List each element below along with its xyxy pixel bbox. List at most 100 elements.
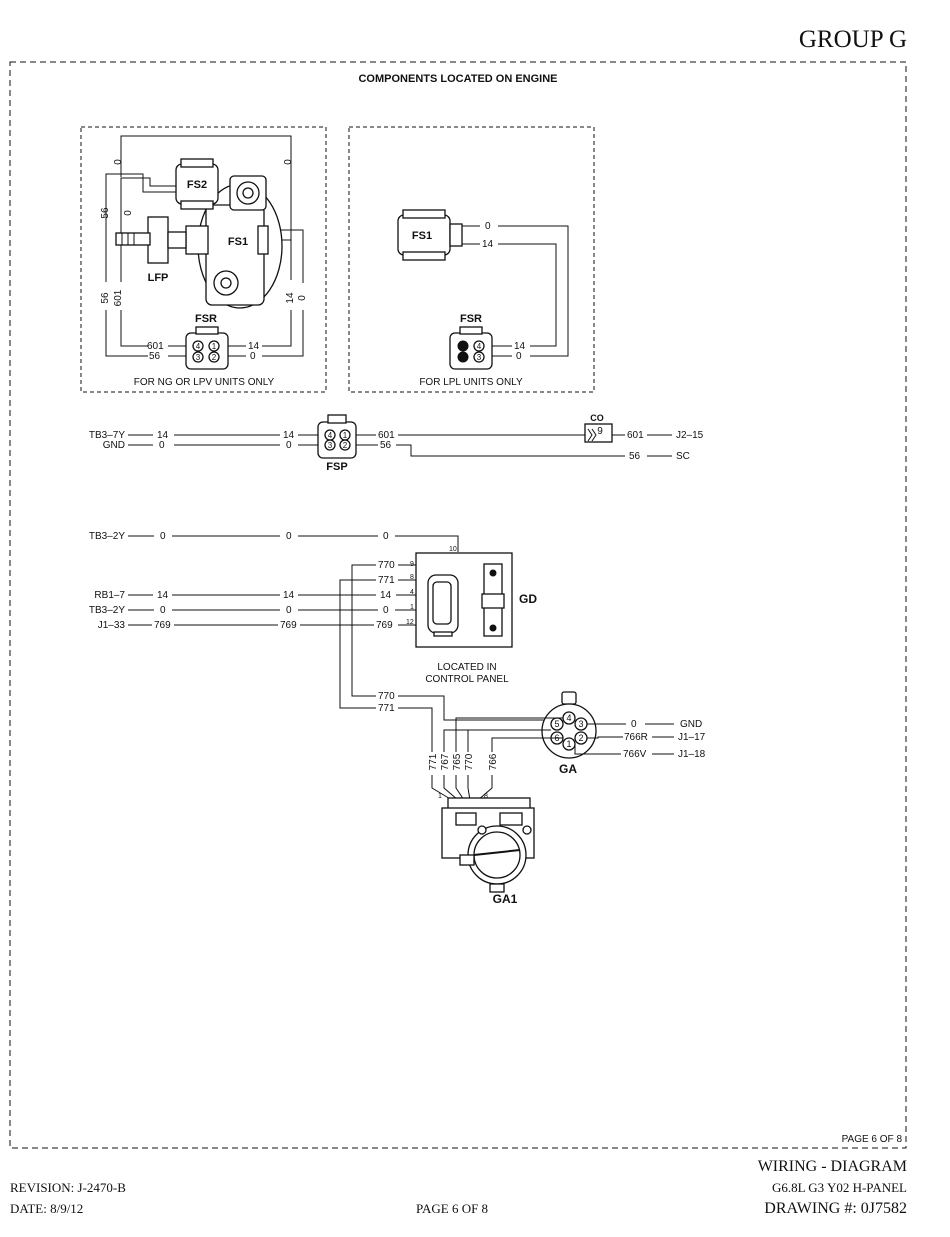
wire-label: 14 xyxy=(248,341,260,352)
wire-label: 0 xyxy=(123,210,134,216)
group-title: GROUP G xyxy=(799,26,907,53)
lfp-component: LFP xyxy=(115,216,187,284)
fsp-connector: 4 1 3 2 FSP xyxy=(317,414,357,473)
terminal-ref: RB1–7 xyxy=(94,590,125,601)
wire-label: 56 xyxy=(149,351,161,362)
wire-label: 0 xyxy=(250,351,256,362)
lpl-note: FOR LPL UNITS ONLY xyxy=(419,377,523,388)
wire-label: 56 xyxy=(100,292,111,304)
wire-label: 771 xyxy=(378,703,395,714)
terminal-ref: J1–33 xyxy=(98,620,126,631)
pin-label: 12 xyxy=(406,619,414,626)
terminal-ref: SC xyxy=(676,451,690,462)
wire-label: 14 xyxy=(157,430,169,441)
terminal-ref: GND xyxy=(103,440,125,451)
wire-label: 770 xyxy=(378,691,395,702)
wire-label: 765 xyxy=(452,753,463,770)
gd-device: GD xyxy=(415,552,537,648)
pin-label: 10 xyxy=(449,546,457,553)
fs1-label: FS1 xyxy=(412,230,432,242)
located-text: LOCATED IN xyxy=(437,662,496,673)
pin-label: 4 xyxy=(410,589,414,596)
wire-label: 0 xyxy=(383,605,389,616)
wire-label: 601 xyxy=(113,289,124,306)
wire-label: 771 xyxy=(378,575,395,586)
fsr-connector: FSR 4 1 3 2 xyxy=(185,313,229,370)
wire-label: 0 xyxy=(516,351,522,362)
wire-label: 14 xyxy=(380,590,392,601)
wire-label: 770 xyxy=(378,560,395,571)
wire-label: 0 xyxy=(160,531,166,542)
pin-label: 4 xyxy=(328,431,333,440)
ga-connector: 4 3 5 2 6 1 GA xyxy=(541,691,597,776)
wire-label: 14 xyxy=(285,292,296,304)
lpl-box: FS1 0 14 14 0 FSR 4 3 FOR LPL UNITS ONLY xyxy=(348,126,595,393)
located-text: CONTROL PANEL xyxy=(425,674,509,685)
wire-label: 0 xyxy=(160,605,166,616)
pin-label: 1 xyxy=(438,793,442,800)
wire-label: 0 xyxy=(283,159,294,165)
fsr-label: FSR xyxy=(460,313,482,325)
pin-label: 2 xyxy=(343,441,348,450)
wire-label: 56 xyxy=(629,451,641,462)
pin-label: 8 xyxy=(484,793,488,800)
wire-label: 14 xyxy=(514,341,526,352)
wire-label: 771 xyxy=(428,753,439,770)
pin-label: 3 xyxy=(477,353,482,362)
pin-label: 1 xyxy=(212,342,217,351)
section-title: COMPONENTS LOCATED ON ENGINE xyxy=(358,73,557,85)
pin-label: 4 xyxy=(196,342,201,351)
fs1-label: FS1 xyxy=(228,236,248,248)
fsr-label: FSR xyxy=(195,313,217,325)
diagram-border xyxy=(9,61,907,1149)
wire-label: 770 xyxy=(464,753,475,770)
co-label: CO xyxy=(590,413,604,423)
wire-label: 0 xyxy=(159,440,165,451)
wire-label: 14 xyxy=(157,590,169,601)
pin-label: 3 xyxy=(196,353,201,362)
fs2-label: FS2 xyxy=(187,179,207,191)
wire-label: 767 xyxy=(440,753,451,770)
ga-section: 770 771 4 3 5 2 6 1 GA 0 GND 766R xyxy=(378,691,706,906)
ga1-label: GA1 xyxy=(493,892,518,906)
wire-label: 601 xyxy=(627,430,644,441)
wire-label: 14 xyxy=(283,590,295,601)
lfp-label: LFP xyxy=(148,272,169,284)
wire-label: 601 xyxy=(378,430,395,441)
wire-label: 14 xyxy=(283,430,295,441)
pin-label: 3 xyxy=(578,719,583,729)
model: G6.8L G3 Y02 H-PANEL xyxy=(772,1180,907,1195)
wire-label: 766R xyxy=(624,732,648,743)
pin-label: 5 xyxy=(554,719,559,729)
co-pin: 9 xyxy=(597,426,603,437)
pin-label: 1 xyxy=(566,739,571,749)
wire-label: 14 xyxy=(482,239,494,250)
fuel-regulator xyxy=(185,175,283,309)
footer-page: PAGE 6 OF 8 xyxy=(416,1201,488,1216)
ng-lpv-box: 0 0 56 0 14 0 56 601 601 56 14 0 xyxy=(80,126,327,393)
wire-label: 0 xyxy=(286,531,292,542)
wire-label: 56 xyxy=(100,207,111,219)
wire-label: 0 xyxy=(383,531,389,542)
drawing-number: DRAWING #: 0J7582 xyxy=(764,1200,907,1217)
terminal-ref: J1–18 xyxy=(678,749,706,760)
wire-label: 766 xyxy=(488,753,499,770)
wire-label: 0 xyxy=(286,605,292,616)
pin-label: 2 xyxy=(212,353,217,362)
gd-label: GD xyxy=(519,592,537,606)
wire-label: 769 xyxy=(376,620,393,631)
fs1-solenoid: FS1 xyxy=(397,209,463,261)
ga-label: GA xyxy=(559,762,577,776)
terminal-ref: GND xyxy=(680,719,702,730)
pin-label: 1 xyxy=(410,604,414,611)
revision: REVISION: J-2470-B xyxy=(10,1180,126,1195)
wire-label: 769 xyxy=(154,620,171,631)
ga1-throttle-body: GA1 xyxy=(441,797,535,906)
page-indicator: PAGE 6 OF 8 xyxy=(842,1134,903,1145)
wire-label: 0 xyxy=(297,295,308,301)
wire-label: 766V xyxy=(623,749,647,760)
pin-label: 8 xyxy=(410,574,414,581)
gd-section: TB3–2Y 0 0 0 10 GD LOCATED IN CONTROL PA… xyxy=(89,531,537,709)
terminal-ref: TB3–7Y xyxy=(89,430,125,441)
